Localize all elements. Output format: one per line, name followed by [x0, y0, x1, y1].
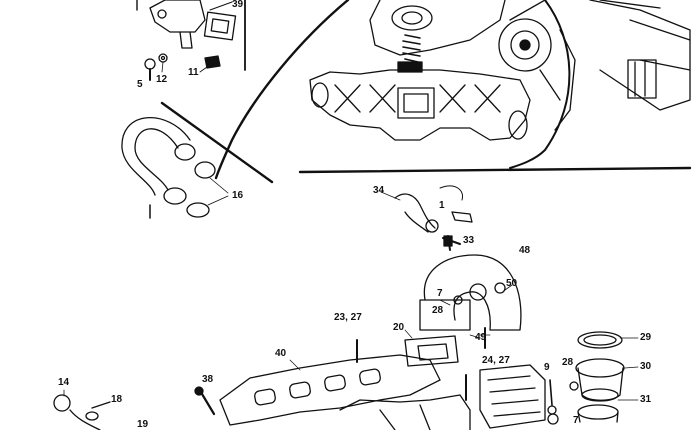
- callout-39: 39: [232, 0, 244, 10]
- elbow-parts: [419, 254, 522, 349]
- callout-20: 20: [393, 322, 405, 333]
- callout-38: 38: [202, 374, 214, 385]
- callout-16: 16: [232, 190, 244, 201]
- callout-30: 30: [640, 361, 652, 372]
- callout-19: 19: [137, 419, 149, 430]
- leader-lines: [289, 299, 639, 401]
- callout-7a: 7: [437, 288, 443, 299]
- lower-manifold: [53, 331, 625, 430]
- callout-50: 50: [506, 278, 518, 289]
- callout-1: 1: [439, 200, 445, 211]
- callout-9: 9: [544, 362, 550, 373]
- callout-11: 11: [188, 67, 199, 78]
- callout-12: 12: [156, 74, 168, 85]
- callout-49: 49: [475, 332, 487, 343]
- callout-24-27: 24, 27: [482, 355, 510, 366]
- callout-7b: 7: [573, 415, 579, 426]
- callout-34: 34: [373, 185, 385, 196]
- callout-14: 14: [58, 377, 70, 388]
- callout-18: 18: [111, 394, 123, 405]
- callout-48: 48: [519, 245, 531, 256]
- callout-29: 29: [640, 332, 652, 343]
- callout-31: 31: [640, 394, 652, 405]
- callout-40: 40: [275, 348, 287, 359]
- callout-5: 5: [137, 79, 143, 90]
- middle-hose-parts: [380, 185, 473, 251]
- callout-23-27: 23, 27: [334, 312, 362, 323]
- divider-line: [160, 101, 274, 184]
- engine-assembly-inset: [214, 0, 692, 180]
- callout-33: 33: [463, 235, 475, 246]
- hose-assembly: [121, 117, 229, 219]
- callout-28a: 28: [432, 305, 444, 316]
- top-left-parts: [136, 0, 246, 81]
- callout-28b: 28: [562, 357, 574, 368]
